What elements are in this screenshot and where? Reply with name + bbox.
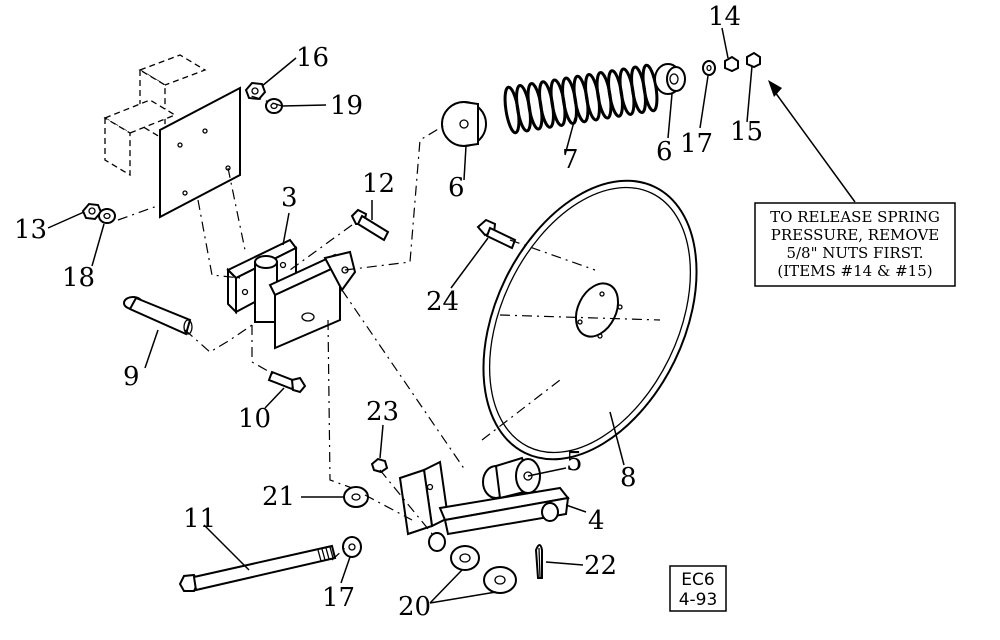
drawing-code: EC6 (681, 570, 714, 590)
washer-17-bottom (342, 536, 362, 558)
part-label-14: 14 (708, 2, 741, 32)
part-label-15: 15 (730, 117, 763, 147)
washer-17-top (702, 60, 716, 76)
part-label-3: 3 (281, 183, 298, 213)
washer-21 (343, 486, 369, 508)
part-labels: 16 19 13 18 3 12 9 10 6 7 6 14 17 15 24 … (14, 2, 763, 622)
bolt-24 (476, 218, 517, 250)
part-label-17-bottom: 17 (322, 583, 355, 613)
part-label-21: 21 (262, 482, 295, 512)
leader-lines (47, 27, 856, 604)
drawing-code-box: EC6 4-93 (669, 565, 727, 612)
part-label-18: 18 (62, 263, 95, 293)
spring-seat-6-right (654, 63, 686, 95)
part-label-6-right: 6 (656, 137, 673, 167)
nut-23 (370, 457, 389, 474)
pivot-pin-9 (123, 296, 193, 336)
compression-spring-7 (503, 63, 659, 135)
spring-seat-6-left (441, 101, 487, 147)
part-label-16: 16 (296, 43, 329, 73)
arm-4 (398, 460, 570, 552)
hex-nut-16 (244, 81, 267, 101)
washer-18 (98, 208, 116, 224)
part-label-10: 10 (238, 404, 271, 434)
note-line-2: PRESSURE, REMOVE (771, 226, 939, 244)
part-label-11: 11 (183, 504, 216, 534)
part-label-13: 13 (14, 215, 47, 245)
part-label-5: 5 (566, 447, 583, 477)
part-label-24: 24 (426, 287, 459, 317)
bolt-11 (178, 544, 337, 592)
part-label-22: 22 (584, 551, 617, 581)
part-label-7: 7 (562, 145, 579, 175)
bolt-10 (267, 370, 307, 394)
mounting-bracket (103, 54, 241, 219)
part-label-19: 19 (330, 91, 363, 121)
cotter-pin-22 (534, 544, 543, 579)
part-label-12: 12 (362, 169, 395, 199)
part-label-23: 23 (366, 397, 399, 427)
note-line-4: (ITEMS #14 & #15) (777, 262, 932, 280)
note-line-1: TO RELEASE SPRING (770, 208, 940, 226)
part-label-9: 9 (123, 362, 140, 392)
coulter-disc-8 (482, 179, 698, 461)
part-label-20: 20 (398, 592, 431, 622)
bolt-12 (350, 208, 390, 242)
assembly-lines (117, 94, 661, 561)
part-label-4: 4 (588, 506, 605, 536)
washer-20-a (450, 545, 480, 571)
part-label-6-left: 6 (448, 173, 465, 203)
nut-15 (746, 51, 761, 69)
part-label-8: 8 (620, 463, 637, 493)
nut-14 (724, 55, 739, 73)
washer-19 (265, 98, 283, 114)
pivot-bracket (226, 238, 357, 350)
washer-20-b (483, 566, 517, 594)
spring-release-note: TO RELEASE SPRING PRESSURE, REMOVE 5/8" … (754, 202, 956, 287)
note-line-3: 5/8" NUTS FIRST. (786, 244, 923, 262)
part-label-17-top: 17 (680, 129, 713, 159)
drawing-date: 4-93 (679, 590, 718, 610)
